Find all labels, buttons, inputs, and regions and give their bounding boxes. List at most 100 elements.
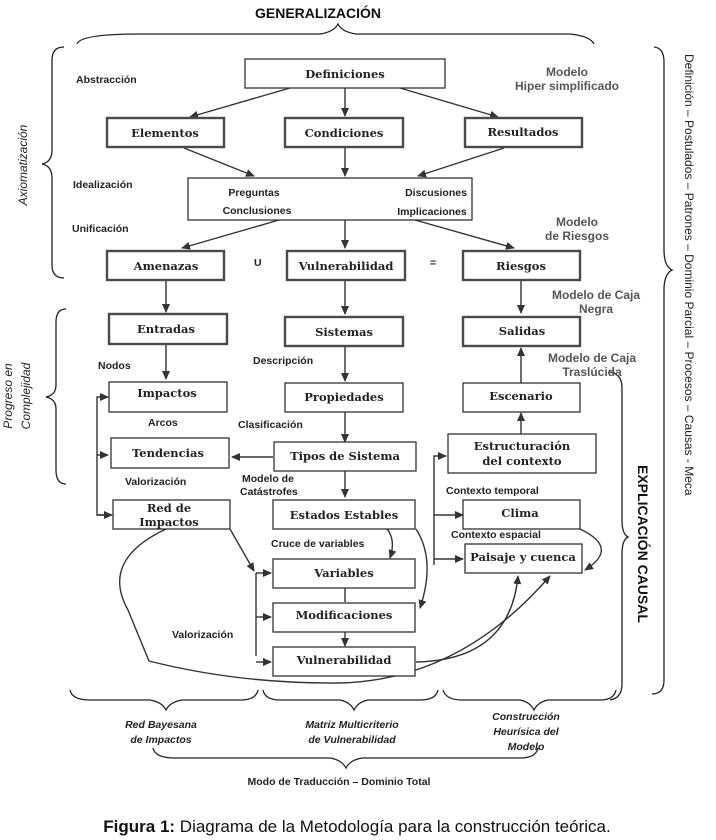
label-axiomatizacion: Axiomatización: [16, 124, 30, 206]
symbol-equals: =: [430, 257, 436, 269]
caption-text: Diagrama de la Metodología para la const…: [175, 817, 611, 836]
box-red-impactos-label-1: Red de: [147, 501, 191, 515]
box-estructuracion: [447, 433, 597, 474]
box-condiciones: [283, 116, 405, 149]
label-clasificacion: Clasificación: [238, 419, 303, 431]
label-matriz-2: de Vulnerabilidad: [308, 734, 396, 746]
box-definiciones: [244, 58, 446, 89]
label-caja-trasl-1: Modelo de Caja: [548, 351, 636, 365]
bottom-brace-2: [262, 689, 439, 712]
label-caja-negra-2: Negra: [579, 302, 613, 316]
box-resultados-label: Resultados: [487, 125, 558, 139]
box-amenazas-label: Amenazas: [133, 259, 199, 273]
top-brace: [76, 22, 595, 45]
box-impactos: [108, 381, 228, 413]
label-progreso-1: Progreso en: [1, 363, 15, 429]
box-variables-label: Variables: [313, 566, 373, 580]
box-elementos-label: Elementos: [131, 126, 199, 140]
box-escenario: [462, 382, 581, 413]
box-definiciones-label: Definiciones: [305, 67, 385, 81]
box-riesgos-label: Riesgos: [496, 259, 546, 273]
label-red-bayesana-1: Red Bayesana: [125, 719, 197, 731]
box-entradas-label: Entradas: [137, 322, 195, 336]
label-modelo-riesgos-2: de Riesgos: [545, 229, 609, 243]
box-clima: [462, 499, 581, 530]
box-vulnerabilidad-top-label: Vulnerabilidad: [298, 259, 394, 273]
label-construccion-1: Construcción: [492, 711, 560, 723]
box-elementos: [105, 116, 226, 149]
left-brace-progreso: [45, 308, 67, 485]
box-vulnerabilidad-top: [285, 249, 407, 282]
box-tipos-sistema: [273, 441, 417, 472]
label-construccion-2: Heurísica del: [493, 726, 559, 738]
left-brace-axiomatizacion: [41, 46, 65, 279]
label-explicacion-causal: EXPLICACIÓN CAUSAL: [635, 465, 652, 623]
right-brace-long: [651, 46, 674, 695]
label-implicaciones: Implicaciones: [397, 206, 467, 218]
label-caja-negra-1: Modelo de Caja: [552, 288, 640, 302]
box-red-impactos-label-2: Impactos: [139, 515, 199, 529]
label-descripcion: Descripción: [253, 355, 313, 367]
box-red-impactos: [112, 499, 231, 530]
box-sistemas-label: Sistemas: [315, 325, 373, 339]
box-estados-estables: [272, 499, 416, 530]
bottom-brace-3: [442, 689, 617, 712]
label-progreso-2: Complejidad: [19, 362, 33, 429]
label-preguntas: Preguntas: [228, 187, 280, 199]
label-valorizacion-1: Valorización: [125, 476, 186, 488]
label-modelo-hiper-1: Modelo: [546, 65, 588, 79]
box-variables: [272, 558, 416, 589]
box-resultados: [463, 116, 584, 149]
box-condiciones-label: Condiciones: [305, 126, 384, 140]
label-cruce: Cruce de variables: [271, 538, 365, 550]
label-ctx-temporal: Contexto temporal: [446, 485, 539, 497]
label-abstraccion: Abstracción: [76, 74, 137, 86]
box-escenario-label: Escenario: [489, 389, 553, 403]
label-right-long: Definición – Postulados – Patrones – Dom…: [682, 54, 696, 496]
box-paisaje: [464, 543, 583, 574]
box-clima-label: Clima: [501, 506, 539, 520]
title-generalizacion: GENERALIZACIÓN: [255, 4, 381, 21]
label-construccion-3: Modelo: [508, 741, 545, 753]
box-vulnerabilidad-bottom-label: Vulnerabilidad: [296, 653, 392, 667]
figure-caption: Figura 1: Diagrama de la Metodología par…: [103, 817, 610, 836]
label-red-bayesana-2: de Impactos: [130, 734, 191, 746]
label-arcos: Arcos: [148, 417, 178, 429]
box-preguntas-discusiones: [187, 177, 473, 221]
box-riesgos: [461, 249, 582, 282]
label-matriz-1: Matriz Multicriterio: [305, 719, 399, 731]
label-unificacion: Unificación: [72, 223, 129, 235]
box-propiedades-label: Propiedades: [304, 390, 383, 404]
box-estructuracion-label-1: Estructuración: [474, 439, 571, 453]
label-catastrofes-2: Catástrofes: [240, 486, 298, 498]
bottom-brace-total: [152, 747, 539, 770]
box-propiedades: [284, 382, 404, 413]
label-idealizacion: Idealización: [73, 179, 133, 191]
label-ctx-espacial: Contexto espacial: [451, 529, 541, 541]
box-estados-estables-label: Estados Estables: [290, 508, 398, 522]
symbol-union: U: [254, 257, 262, 269]
box-salidas-label: Salidas: [499, 324, 545, 338]
box-entradas: [107, 312, 229, 346]
box-sistemas: [283, 315, 405, 348]
label-catastrofes-1: Modelo de: [242, 473, 294, 485]
box-impactos-label: Impactos: [137, 386, 197, 400]
box-tipos-sistema-label: Tipos de Sistema: [290, 449, 400, 463]
box-vulnerabilidad-bottom: [272, 646, 416, 677]
label-nodos: Nodos: [98, 360, 131, 372]
box-amenazas: [105, 249, 226, 282]
box-modificaciones-label: Modificaciones: [296, 608, 393, 622]
box-tendencias: [110, 437, 230, 469]
right-brace-explicacion: [609, 371, 630, 701]
caption-label: Figura 1:: [103, 817, 175, 836]
label-discusiones: Discusiones: [405, 187, 467, 199]
box-paisaje-label: Paisaje y cuenca: [470, 550, 576, 564]
label-valorizacion-2: Valorización: [172, 629, 233, 641]
label-modo-traduccion: Modo de Traducción – Dominio Total: [248, 776, 431, 788]
label-modelo-riesgos-1: Modelo: [556, 215, 598, 229]
bottom-brace-1: [69, 689, 259, 712]
label-modelo-hiper-2: Hiper simplificado: [515, 79, 619, 93]
box-modificaciones: [272, 602, 416, 633]
box-tendencias-label: Tendencias: [132, 446, 204, 460]
